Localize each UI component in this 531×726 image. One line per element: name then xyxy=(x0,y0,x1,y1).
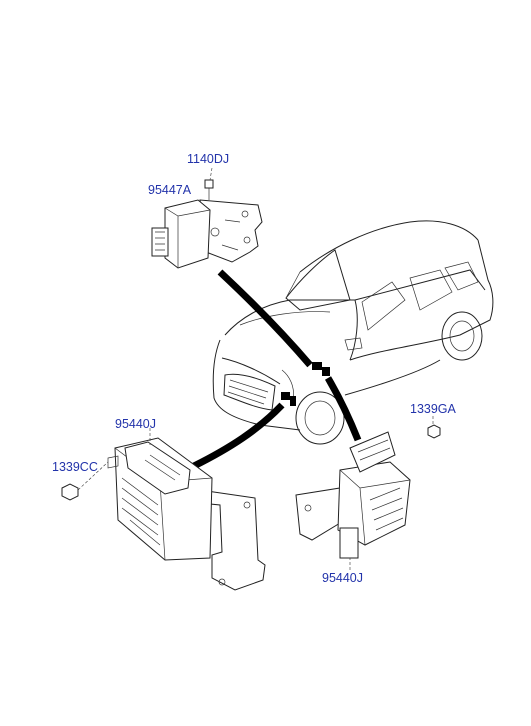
vehicle-illustration xyxy=(212,220,494,445)
ecu-right-illustration xyxy=(295,416,441,570)
callout-1140dj[interactable]: 1140DJ xyxy=(187,152,230,166)
ecu-left-illustration xyxy=(61,428,266,591)
callout-95440j-left[interactable]: 95440J xyxy=(115,417,157,431)
locator-lines xyxy=(192,269,362,470)
callout-95447a[interactable]: 95447A xyxy=(148,183,192,197)
module-95447a-illustration xyxy=(151,167,263,269)
callout-1339ga[interactable]: 1339GA xyxy=(410,402,456,416)
callout-95440j-right[interactable]: 95440J xyxy=(322,571,364,585)
callout-1339cc[interactable]: 1339CC xyxy=(52,460,98,474)
